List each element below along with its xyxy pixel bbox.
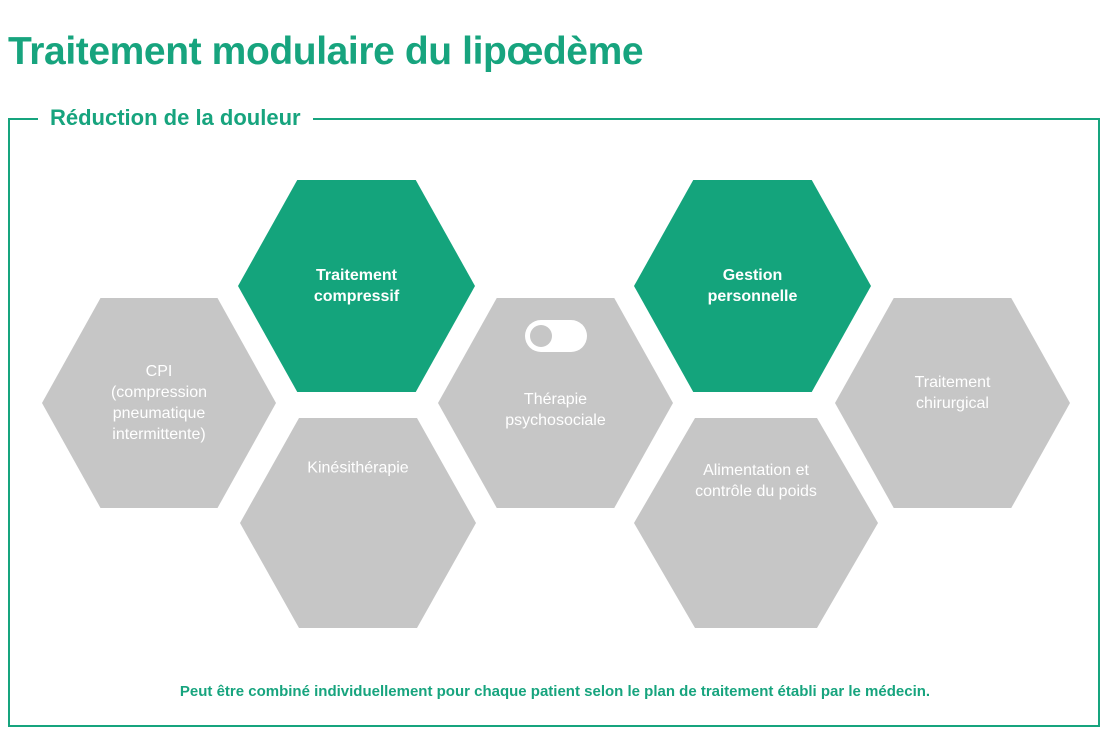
panel-legend-label: Réduction de la douleur: [38, 104, 313, 132]
hex-label-kinesitherapie: Kinésithérapie: [307, 459, 409, 477]
hex-cell-gestion-personnelle[interactable]: Gestion personnelle: [634, 180, 871, 392]
toggle-knob: [529, 325, 552, 347]
hex-cell-cpi[interactable]: CPI (compression pneumatique intermitten…: [42, 298, 276, 508]
hexagon-shape: [240, 418, 476, 628]
hexagon-shape: [634, 418, 878, 628]
hex-cell-kinesitherapie[interactable]: Kinésithérapie: [240, 418, 476, 628]
hex-label-cpi: CPI (compression pneumatique intermitten…: [110, 363, 208, 443]
page-title: Traitement modulaire du lipœdème: [8, 30, 644, 74]
hex-cell-traitement-compressif[interactable]: Traitement compressif: [238, 180, 475, 392]
hex-label-alimentation-controle-poids: Alimentation et contrôle du poids: [695, 462, 817, 500]
hex-cell-alimentation-controle-poids[interactable]: Alimentation et contrôle du poids: [634, 418, 878, 628]
hex-label-traitement-chirurgical: Traitement chirurgical: [914, 374, 991, 412]
hex-cell-traitement-chirurgical[interactable]: Traitement chirurgical: [835, 298, 1070, 508]
hex-label-therapie-psychosociale: Thérapie psychosociale: [505, 391, 606, 429]
hexagon-shape: [42, 298, 276, 508]
pain-reduction-panel: [8, 118, 1100, 727]
hex-label-gestion-personnelle: Gestion personnelle: [707, 267, 798, 305]
hex-cell-therapie-psychosociale[interactable]: Thérapie psychosociale: [438, 298, 673, 508]
footnote-text: Peut être combiné individuellement pour …: [179, 683, 931, 700]
hex-label-traitement-compressif: Traitement compressif: [313, 267, 400, 305]
toggle-switch-off-icon[interactable]: [524, 320, 587, 352]
